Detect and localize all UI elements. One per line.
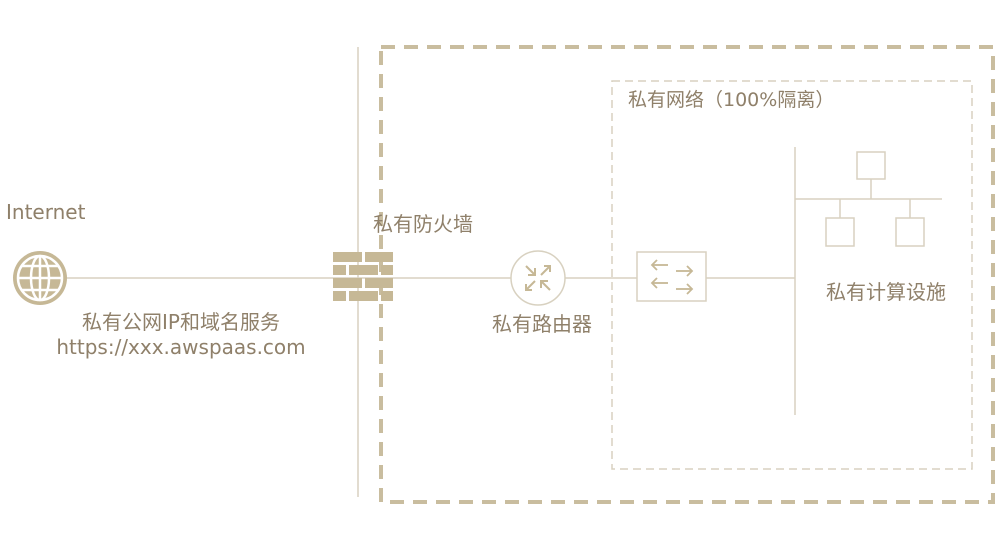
internet-label: Internet <box>6 200 86 224</box>
private-network-label: 私有网络（100%隔离） <box>628 89 835 111</box>
compute-label: 私有计算设施 <box>826 280 946 304</box>
outer-boundary <box>379 45 995 504</box>
url-label: https://xxx.awspaas.com <box>56 335 306 359</box>
server-node-icon <box>795 151 942 247</box>
private-network-boundary <box>611 80 973 470</box>
firewall-label: 私有防火墙 <box>373 212 473 236</box>
globe-icon <box>13 251 67 305</box>
public-ip-domain-label: 私有公网IP和域名服务 <box>82 310 280 334</box>
switch-icon <box>636 251 707 302</box>
brick-wall-icon <box>333 252 393 301</box>
router-label: 私有路由器 <box>492 312 592 336</box>
router-icon <box>510 250 566 306</box>
